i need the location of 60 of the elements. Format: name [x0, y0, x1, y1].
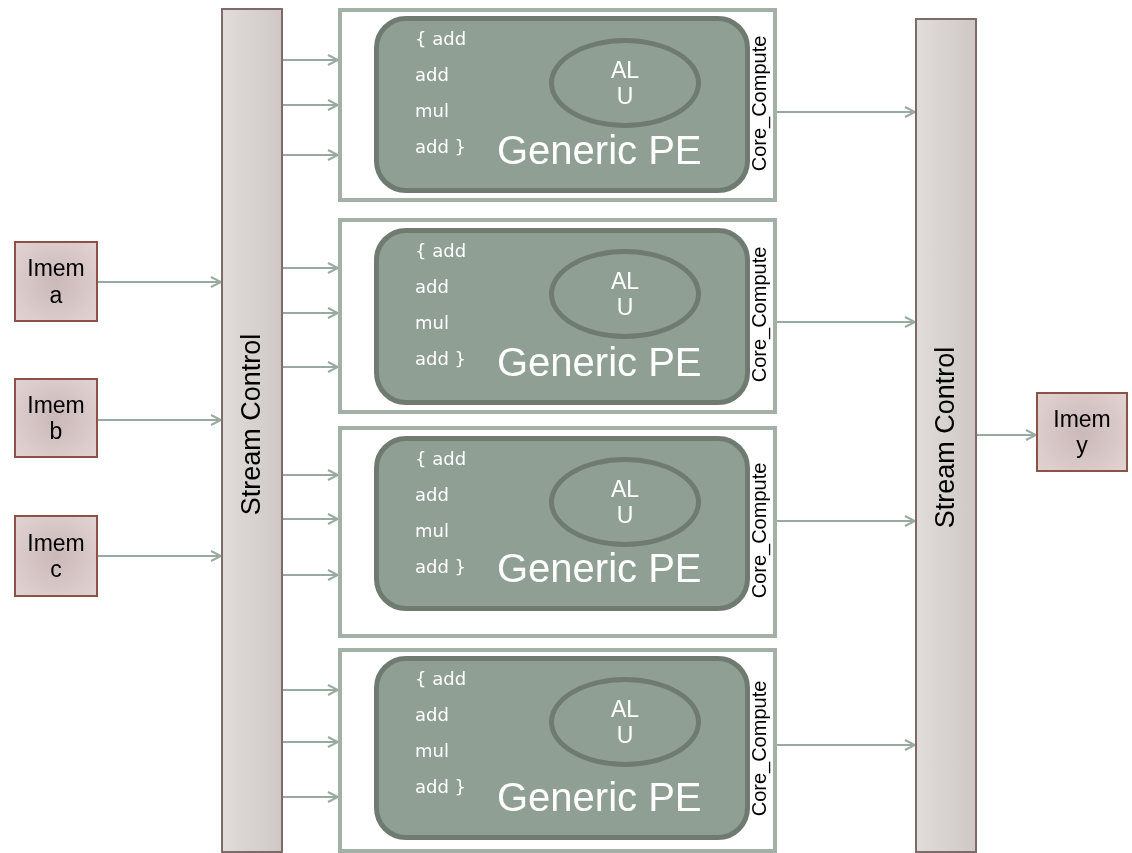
instruction-list: { add add mul add }	[415, 233, 479, 377]
pe-label: Generic PE	[497, 775, 702, 820]
core-label: Core_Compute	[748, 35, 772, 171]
alu-label: ALU	[609, 267, 641, 321]
pe-box	[374, 436, 750, 611]
alu-ellipse	[549, 38, 701, 128]
alu-label: ALU	[609, 475, 641, 529]
arrow	[282, 513, 339, 525]
arrow	[282, 99, 339, 111]
arrow	[776, 515, 916, 527]
stream-control-label: Stream Control	[236, 333, 268, 516]
stream-control-bar	[915, 18, 977, 853]
arrow	[282, 469, 339, 481]
memory-box	[14, 241, 98, 322]
arrow	[282, 262, 339, 274]
pe-label: Generic PE	[497, 128, 702, 173]
arrow	[97, 550, 222, 562]
pe-box	[374, 656, 750, 840]
arrow	[282, 54, 339, 66]
core-box	[338, 426, 777, 638]
arrow	[282, 569, 339, 581]
arrow	[97, 276, 222, 288]
core-label: Core_Compute	[748, 680, 772, 817]
alu-label: ALU	[609, 695, 641, 749]
arrow	[776, 739, 916, 751]
arrow	[282, 736, 339, 748]
memory-label: Imem b	[26, 391, 86, 445]
pe-box	[374, 228, 750, 405]
memory-label: Imem y	[1052, 405, 1112, 459]
instruction-list: { add add mul add }	[415, 441, 479, 585]
memory-label: Imem a	[26, 255, 86, 308]
alu-label: ALU	[609, 56, 641, 110]
arrow	[97, 414, 222, 426]
alu-ellipse	[549, 677, 701, 767]
memory-box	[14, 515, 98, 597]
pe-label: Generic PE	[497, 340, 702, 385]
core-label: Core_Compute	[748, 462, 772, 598]
memory-box	[1036, 392, 1128, 472]
core-label: Core_Compute	[748, 246, 772, 382]
instruction-list: { add add mul add }	[415, 661, 479, 805]
alu-ellipse	[549, 457, 701, 547]
arrow	[282, 361, 339, 373]
arrow	[776, 106, 916, 118]
arrow	[976, 429, 1037, 441]
core-box	[338, 8, 777, 202]
memory-box	[14, 378, 98, 458]
instruction-list: { add add mul add }	[415, 21, 479, 165]
arrow	[282, 307, 339, 319]
alu-ellipse	[549, 249, 701, 339]
core-box	[338, 648, 777, 853]
stream-control-bar	[221, 8, 283, 853]
pe-label: Generic PE	[497, 546, 702, 591]
stream-control-label: Stream Control	[930, 346, 962, 529]
core-box	[338, 218, 777, 414]
arrow	[776, 316, 916, 328]
memory-label: Imem c	[26, 529, 86, 583]
arrow	[282, 684, 339, 696]
pe-box	[374, 16, 750, 193]
arrow	[282, 149, 339, 161]
arrow	[282, 791, 339, 803]
